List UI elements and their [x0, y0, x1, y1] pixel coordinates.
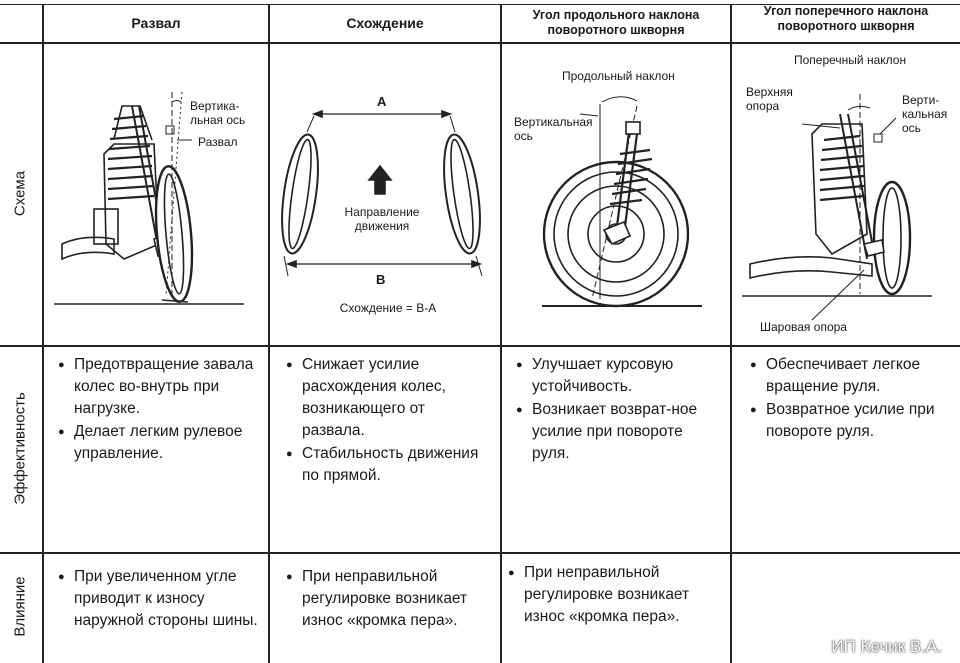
- list-item: Стабильность движения по прямой.: [286, 443, 486, 487]
- kpi-label-upper-1: Верхняя: [746, 85, 793, 99]
- watermark: ИП Кечик В.А.: [831, 637, 942, 656]
- grid-row2-line: [0, 552, 960, 554]
- header-kpi-line1: Угол поперечного наклона: [763, 4, 929, 18]
- camber-label-vertical-2: льная ось: [190, 113, 245, 127]
- list-item: При неправильной регулировке возникает и…: [286, 566, 486, 632]
- toe-label-direction-1: Направление: [345, 205, 420, 219]
- header-toe: Схождение: [346, 15, 424, 31]
- row-label-scheme: Схема: [11, 170, 29, 217]
- header-caster-line2: поворотного шкворня: [547, 23, 685, 37]
- caster-label-vertical-2: ось: [514, 129, 533, 143]
- kpi-label-vertical-3: ось: [902, 121, 921, 135]
- grid-row1-line: [0, 345, 960, 347]
- kpi-label-vertical-2: кальная: [902, 107, 947, 121]
- camber-label-camber: Развал: [198, 135, 238, 149]
- header-caster: Угол продольного наклона поворотного шкв…: [502, 8, 730, 38]
- camber-diagram: Вертика- льная ось Развал: [54, 91, 245, 305]
- row-label-influence: Влияние: [11, 576, 29, 637]
- grid-col3-line: [730, 4, 732, 663]
- toe-label-a: A: [377, 94, 387, 109]
- header-kpi: Угол поперечного наклона поворотного шкв…: [732, 4, 960, 34]
- grid-col2-line: [500, 4, 502, 663]
- effect-cell-toe: Снижает усилие расхождения колес, возник…: [286, 354, 486, 488]
- effect-cell-kpi: Обеспечивает легкое вращение руля. Возвр…: [750, 354, 950, 444]
- list-item: Возвратное усилие при повороте руля.: [750, 399, 950, 443]
- grid-top-line: [0, 4, 960, 5]
- row-label-effect: Эффективность: [11, 392, 29, 505]
- grid-header-line: [0, 42, 960, 44]
- list-item: При увеличенном угле приводит к износу н…: [58, 566, 258, 632]
- list-item: Обеспечивает легкое вращение руля.: [750, 354, 950, 398]
- list-item: Возникает возврат-ное усилие при поворот…: [516, 399, 721, 465]
- list-item: Предотвращение завала колес во-внутрь пр…: [58, 354, 258, 420]
- header-kpi-line2: поворотного шкворня: [777, 19, 915, 33]
- grid-col0-line: [42, 4, 44, 663]
- header-camber: Развал: [131, 15, 181, 31]
- header-caster-line1: Угол продольного наклона: [532, 8, 700, 22]
- influence-cell-toe: При неправильной регулировке возникает и…: [286, 566, 486, 633]
- list-item: Улучшает курсовую устойчивость.: [516, 354, 721, 398]
- kpi-label-vertical-1: Верти-: [902, 93, 939, 107]
- toe-diagram: A B Направление движения Схождение = В-А: [281, 94, 483, 315]
- kpi-diagram: Поперечный наклон Верхняя опора Верти- к…: [742, 53, 947, 334]
- list-item: Снижает усилие расхождения колес, возник…: [286, 354, 486, 442]
- toe-label-b: B: [376, 272, 385, 287]
- list-item: Делает легким рулевое управление.: [58, 421, 258, 465]
- effect-cell-camber: Предотвращение завала колес во-внутрь пр…: [58, 354, 258, 466]
- influence-cell-caster: При неправильной регулировке возникает и…: [508, 562, 718, 629]
- caster-label-vertical-1: Вертикальная: [514, 115, 593, 129]
- toe-label-direction-2: движения: [355, 219, 410, 233]
- kpi-label-ball-joint: Шаровая опора: [760, 320, 847, 334]
- grid-col1-line: [268, 4, 270, 663]
- caster-diagram: Продольный наклон Вертикальная ось: [514, 69, 702, 308]
- influence-cell-camber: При увеличенном угле приводит к износу н…: [58, 566, 258, 633]
- toe-label-formula: Схождение = В-А: [340, 301, 436, 315]
- camber-label-vertical-1: Вертика-: [190, 99, 239, 113]
- effect-cell-caster: Улучшает курсовую устойчивость. Возникае…: [516, 354, 721, 466]
- kpi-label-cross: Поперечный наклон: [794, 53, 906, 67]
- kpi-label-upper-2: опора: [746, 99, 780, 113]
- list-item: При неправильной регулировке возникает и…: [508, 562, 718, 628]
- caster-label-longitudinal: Продольный наклон: [562, 69, 675, 83]
